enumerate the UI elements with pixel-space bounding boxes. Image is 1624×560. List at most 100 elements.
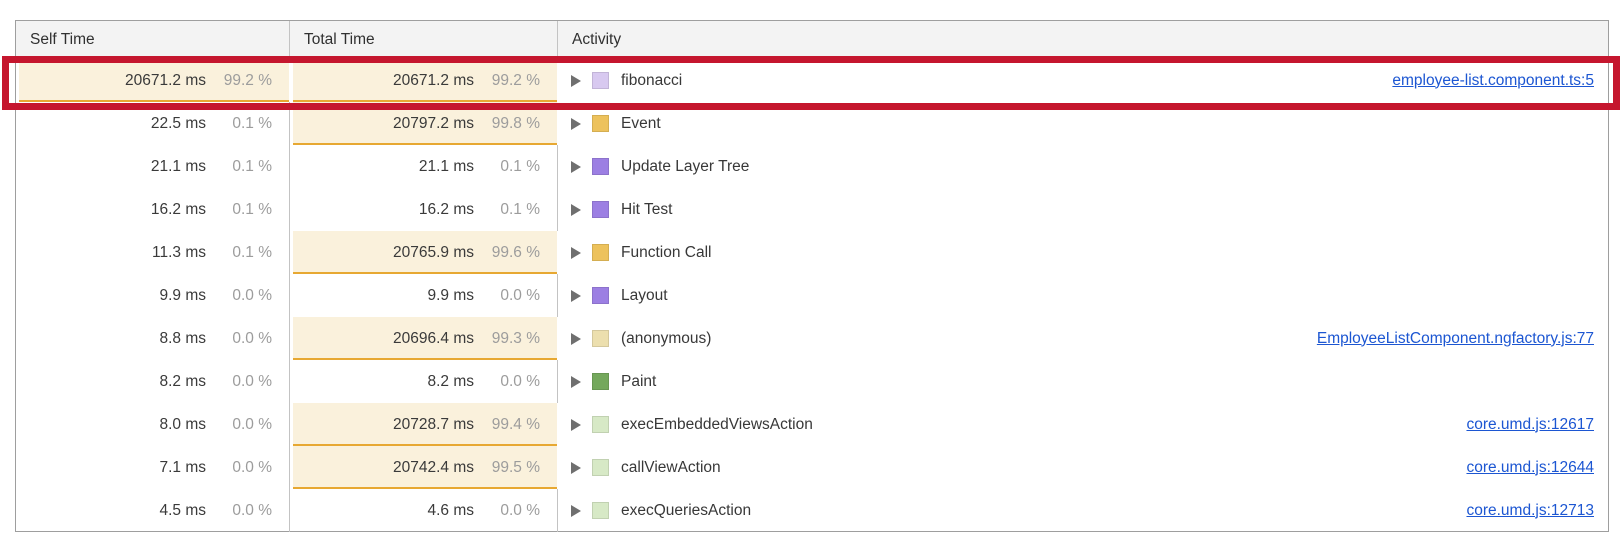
table-row[interactable]: 20671.2 ms 99.2 % 20671.2 ms 99.2 % fibo…: [16, 59, 1608, 102]
expand-arrow-icon[interactable]: [571, 375, 581, 388]
column-header-total-time[interactable]: Total Time: [290, 21, 558, 58]
activity-category-icon: [592, 416, 609, 433]
table-row[interactable]: 8.0 ms 0.0 % 20728.7 ms 99.4 % execEmbed…: [16, 403, 1608, 446]
expand-arrow-icon[interactable]: [571, 117, 581, 130]
self-time-cell: 8.8 ms 0.0 %: [16, 317, 290, 360]
activity-label: callViewAction: [621, 458, 721, 476]
source-location-link[interactable]: employee-list.component.ts:5: [1392, 71, 1594, 89]
total-time-cell: 16.2 ms 0.1 %: [290, 188, 558, 231]
self-time-cell: 16.2 ms 0.1 %: [16, 188, 290, 231]
self-time-value: 9.9 ms: [159, 286, 206, 304]
self-time-percent: 0.0 %: [232, 329, 272, 347]
activity-cell: Layout: [558, 274, 1608, 317]
table-row[interactable]: 9.9 ms 0.0 % 9.9 ms 0.0 % Layout: [16, 274, 1608, 317]
total-time-value: 8.2 ms: [427, 372, 474, 390]
self-time-cell: 21.1 ms 0.1 %: [16, 145, 290, 188]
activity-category-icon: [592, 115, 609, 132]
source-location-link[interactable]: core.umd.js:12713: [1466, 501, 1594, 519]
total-time-cell: 20742.4 ms 99.5 %: [290, 446, 561, 489]
activity-label: Layout: [621, 286, 668, 304]
activity-label: (anonymous): [621, 329, 712, 347]
activity-category-icon: [592, 201, 609, 218]
activity-label: Function Call: [621, 243, 712, 261]
activity-cell: fibonacci employee-list.component.ts:5: [558, 59, 1608, 102]
total-time-value: 20797.2 ms: [393, 114, 474, 132]
expand-arrow-icon[interactable]: [571, 504, 581, 517]
self-time-cell: 9.9 ms 0.0 %: [16, 274, 290, 317]
activity-cell: Event: [558, 102, 1608, 145]
total-time-cell: 20765.9 ms 99.6 %: [290, 231, 561, 274]
self-time-cell: 4.5 ms 0.0 %: [16, 489, 290, 532]
activity-cell: execQueriesAction core.umd.js:12713: [558, 489, 1608, 532]
column-header-self-time[interactable]: Self Time: [16, 21, 290, 58]
total-time-percent: 0.0 %: [500, 501, 540, 519]
activity-label: Update Layer Tree: [621, 157, 750, 175]
column-header-activity[interactable]: Activity: [572, 30, 622, 48]
activity-category-icon: [592, 72, 609, 89]
self-time-cell: 20671.2 ms 99.2 %: [16, 59, 293, 102]
total-time-cell: 21.1 ms 0.1 %: [290, 145, 558, 188]
self-time-value: 8.8 ms: [159, 329, 206, 347]
self-time-cell: 11.3 ms 0.1 %: [16, 231, 290, 274]
source-location-link[interactable]: EmployeeListComponent.ngfactory.js:77: [1316, 329, 1594, 347]
activity-category-icon: [592, 459, 609, 476]
self-time-value: 22.5 ms: [150, 114, 206, 132]
self-time-value: 8.2 ms: [159, 372, 206, 390]
activity-category-icon: [592, 330, 609, 347]
self-time-cell: 7.1 ms 0.0 %: [16, 446, 290, 489]
self-time-value: 21.1 ms: [150, 157, 206, 175]
total-time-cell: 4.6 ms 0.0 %: [290, 489, 558, 532]
table-row[interactable]: 8.8 ms 0.0 % 20696.4 ms 99.3 % (anonymou…: [16, 317, 1608, 360]
activity-label: Event: [621, 114, 661, 132]
total-time-percent: 99.4 %: [491, 415, 540, 433]
table-row[interactable]: 16.2 ms 0.1 % 16.2 ms 0.1 % Hit Test: [16, 188, 1608, 231]
table-header: Self Time Total Time Activity: [16, 21, 1608, 59]
total-time-cell: 20671.2 ms 99.2 %: [290, 59, 561, 102]
source-location-link[interactable]: core.umd.js:12617: [1466, 415, 1594, 433]
table-row[interactable]: 22.5 ms 0.1 % 20797.2 ms 99.8 % Event: [16, 102, 1608, 145]
expand-arrow-icon[interactable]: [571, 246, 581, 259]
expand-arrow-icon[interactable]: [571, 203, 581, 216]
total-time-value: 20696.4 ms: [393, 329, 474, 347]
activity-cell: Function Call: [558, 231, 1608, 274]
activity-category-icon: [592, 287, 609, 304]
self-time-percent: 0.0 %: [232, 415, 272, 433]
call-tree-table: Self Time Total Time Activity 20671.2 ms…: [15, 20, 1609, 532]
table-row[interactable]: 21.1 ms 0.1 % 21.1 ms 0.1 % Update Layer…: [16, 145, 1608, 188]
self-time-cell: 8.2 ms 0.0 %: [16, 360, 290, 403]
total-time-percent: 0.1 %: [500, 200, 540, 218]
activity-category-icon: [592, 373, 609, 390]
expand-arrow-icon[interactable]: [571, 418, 581, 431]
expand-arrow-icon[interactable]: [571, 160, 581, 173]
table-row[interactable]: 8.2 ms 0.0 % 8.2 ms 0.0 % Paint: [16, 360, 1608, 403]
total-time-cell: 20728.7 ms 99.4 %: [290, 403, 561, 446]
self-time-percent: 0.1 %: [232, 114, 272, 132]
activity-category-icon: [592, 502, 609, 519]
expand-arrow-icon[interactable]: [571, 289, 581, 302]
activity-cell: callViewAction core.umd.js:12644: [558, 446, 1608, 489]
activity-label: Hit Test: [621, 200, 673, 218]
source-location-link[interactable]: core.umd.js:12644: [1466, 458, 1594, 476]
table-row[interactable]: 7.1 ms 0.0 % 20742.4 ms 99.5 % callViewA…: [16, 446, 1608, 489]
table-row[interactable]: 11.3 ms 0.1 % 20765.9 ms 99.6 % Function…: [16, 231, 1608, 274]
total-time-value: 20742.4 ms: [393, 458, 474, 476]
expand-arrow-icon[interactable]: [571, 74, 581, 87]
activity-category-icon: [592, 244, 609, 261]
total-time-cell: 20696.4 ms 99.3 %: [290, 317, 561, 360]
self-time-percent: 99.2 %: [223, 71, 272, 89]
activity-label: execEmbeddedViewsAction: [621, 415, 813, 433]
self-time-cell: 22.5 ms 0.1 %: [16, 102, 290, 145]
table-row[interactable]: 4.5 ms 0.0 % 4.6 ms 0.0 % execQueriesAct…: [16, 489, 1608, 532]
activity-cell: Hit Test: [558, 188, 1608, 231]
total-time-percent: 0.0 %: [500, 372, 540, 390]
total-time-value: 16.2 ms: [418, 200, 474, 218]
activity-cell: execEmbeddedViewsAction core.umd.js:1261…: [558, 403, 1608, 446]
self-time-value: 4.5 ms: [159, 501, 206, 519]
expand-arrow-icon[interactable]: [571, 461, 581, 474]
total-time-value: 9.9 ms: [427, 286, 474, 304]
table-body: 20671.2 ms 99.2 % 20671.2 ms 99.2 % fibo…: [16, 59, 1608, 532]
total-time-percent: 0.0 %: [500, 286, 540, 304]
expand-arrow-icon[interactable]: [571, 332, 581, 345]
self-time-value: 8.0 ms: [159, 415, 206, 433]
